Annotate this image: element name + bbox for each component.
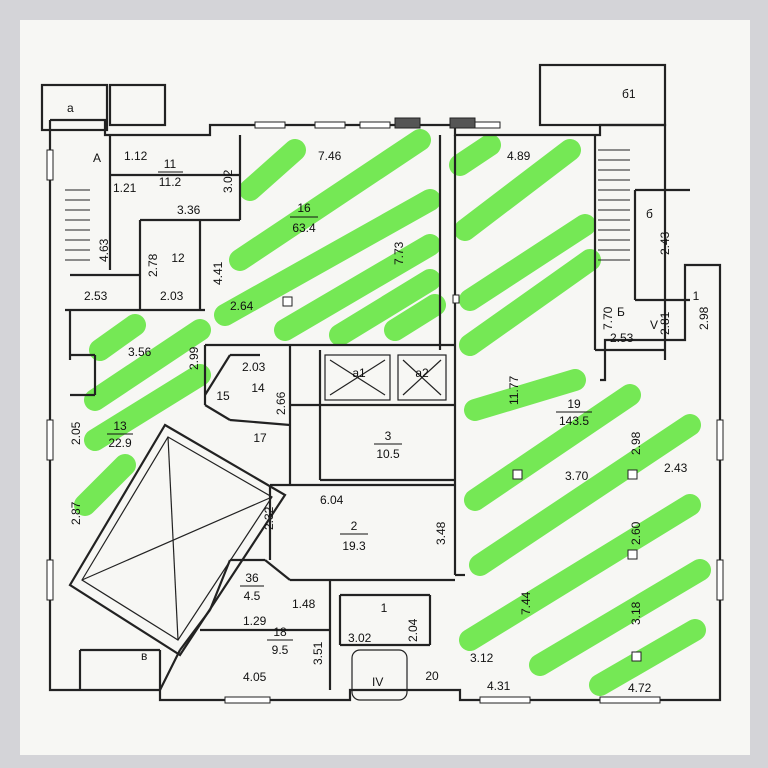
room-36-area: 4.5 — [244, 589, 261, 603]
dim-3-51: 3.51 — [311, 641, 325, 665]
dim-3-48: 3.48 — [434, 521, 448, 545]
room-1b-number: 1 — [693, 289, 700, 303]
dim-4-63: 4.63 — [97, 238, 111, 262]
room-a1-number: а1 — [352, 366, 366, 380]
dim-2-43: 2.43 — [658, 231, 672, 255]
dim-1-21: 1.21 — [113, 181, 137, 195]
label-stair-a-small: а — [67, 101, 74, 115]
elevator-shafts — [68, 354, 447, 657]
dim-4-72: 4.72 — [628, 681, 652, 695]
dim-1-29: 1.29 — [243, 614, 267, 628]
dim-3-56: 3.56 — [128, 345, 152, 359]
dim-3-36: 3.36 — [177, 203, 201, 217]
dim-2-53-a: 2.53 — [84, 289, 108, 303]
dim-2-99: 2.99 — [187, 346, 201, 370]
room-16-number: 16 — [297, 201, 311, 215]
windows — [46, 117, 724, 704]
room-2-number: 2 — [351, 519, 358, 533]
room-18-area: 9.5 — [272, 643, 289, 657]
room-36-number: 36 — [245, 571, 259, 585]
dim-3-12: 3.12 — [470, 651, 494, 665]
label-entrance-IV: IV — [372, 675, 383, 689]
room-15-number: 15 — [216, 389, 230, 403]
dim-7-73: 7.73 — [392, 241, 406, 265]
dim-2-03-b: 2.03 — [242, 360, 266, 374]
room-1-number: 1 — [381, 601, 388, 615]
room-3-number: 3 — [385, 429, 392, 443]
room-19-area: 143.5 — [559, 414, 589, 428]
label-stair-v: в — [141, 649, 147, 663]
room-14-number: 14 — [251, 381, 265, 395]
room-13-number: 13 — [113, 419, 127, 433]
dim-2-05: 2.05 — [69, 421, 83, 445]
dim-1-12: 1.12 — [124, 149, 148, 163]
dim-3-02-b: 3.02 — [348, 631, 372, 645]
dim-4-89: 4.89 — [507, 149, 531, 163]
room-11-area: 11.2 — [159, 175, 182, 189]
label-stair-V: V — [650, 318, 658, 332]
dim-2-04: 2.04 — [406, 618, 420, 642]
dim-2-81: 2.81 — [658, 311, 672, 335]
dim-2-64: 2.64 — [230, 299, 254, 313]
room-a2-number: а2 — [415, 366, 429, 380]
dim-11-77: 11.77 — [507, 376, 521, 405]
dim-7-44: 7.44 — [519, 591, 533, 615]
dim-4-31: 4.31 — [487, 679, 511, 693]
dim-2-03-a: 2.03 — [160, 289, 184, 303]
room-20-number: 20 — [425, 669, 439, 683]
dim-3-02: 3.02 — [221, 169, 235, 193]
label-stair-B: Б — [617, 305, 625, 319]
dim-2-78: 2.78 — [146, 253, 160, 277]
dimension-labels: 1.12 3.02 1.21 3.36 4.63 2.78 4.41 2.53 … — [69, 149, 711, 695]
dim-2-43-b: 2.43 — [664, 461, 688, 475]
dim-3-70: 3.70 — [565, 469, 589, 483]
room-19-number: 19 — [567, 397, 581, 411]
dim-2-87: 2.87 — [69, 501, 83, 525]
label-stair-b1: б1 — [622, 87, 636, 101]
dim-4-41: 4.41 — [211, 261, 225, 285]
stairs — [65, 149, 630, 701]
column-markers — [282, 294, 642, 662]
room-12-number: 12 — [171, 251, 185, 265]
dim-3-18: 3.18 — [629, 601, 643, 625]
dim-1-48: 1.48 — [292, 597, 316, 611]
dim-7-70: 7.70 — [601, 306, 615, 330]
dim-2-98-b: 2.98 — [629, 431, 643, 455]
dim-2-60: 2.60 — [629, 521, 643, 545]
dim-2-66: 2.66 — [274, 391, 288, 415]
dim-7-46: 7.46 — [318, 149, 342, 163]
room-17-number: 17 — [253, 431, 267, 445]
room-16-area: 63.4 — [292, 221, 316, 235]
label-stair-A: A — [93, 151, 101, 165]
dim-2-32: 2.32 — [262, 506, 276, 530]
room-labels: 11 11.2 12 16 63.4 13 22.9 15 14 17 а1 а… — [107, 157, 700, 683]
dim-2-53-b: 2.53 — [610, 331, 634, 345]
dim-2-98-a: 2.98 — [697, 306, 711, 330]
dim-6-04: 6.04 — [320, 493, 344, 507]
stair-labels: а A б Б б1 V в IV — [67, 87, 658, 689]
highlight-strokes — [74, 129, 711, 696]
room-18-number: 18 — [273, 625, 287, 639]
dim-4-05: 4.05 — [243, 670, 267, 684]
room-2-area: 19.3 — [342, 539, 366, 553]
room-13-area: 22.9 — [108, 436, 132, 450]
room-11-number: 11 — [164, 157, 177, 171]
room-3-area: 10.5 — [376, 447, 400, 461]
label-stair-b: б — [646, 207, 653, 221]
